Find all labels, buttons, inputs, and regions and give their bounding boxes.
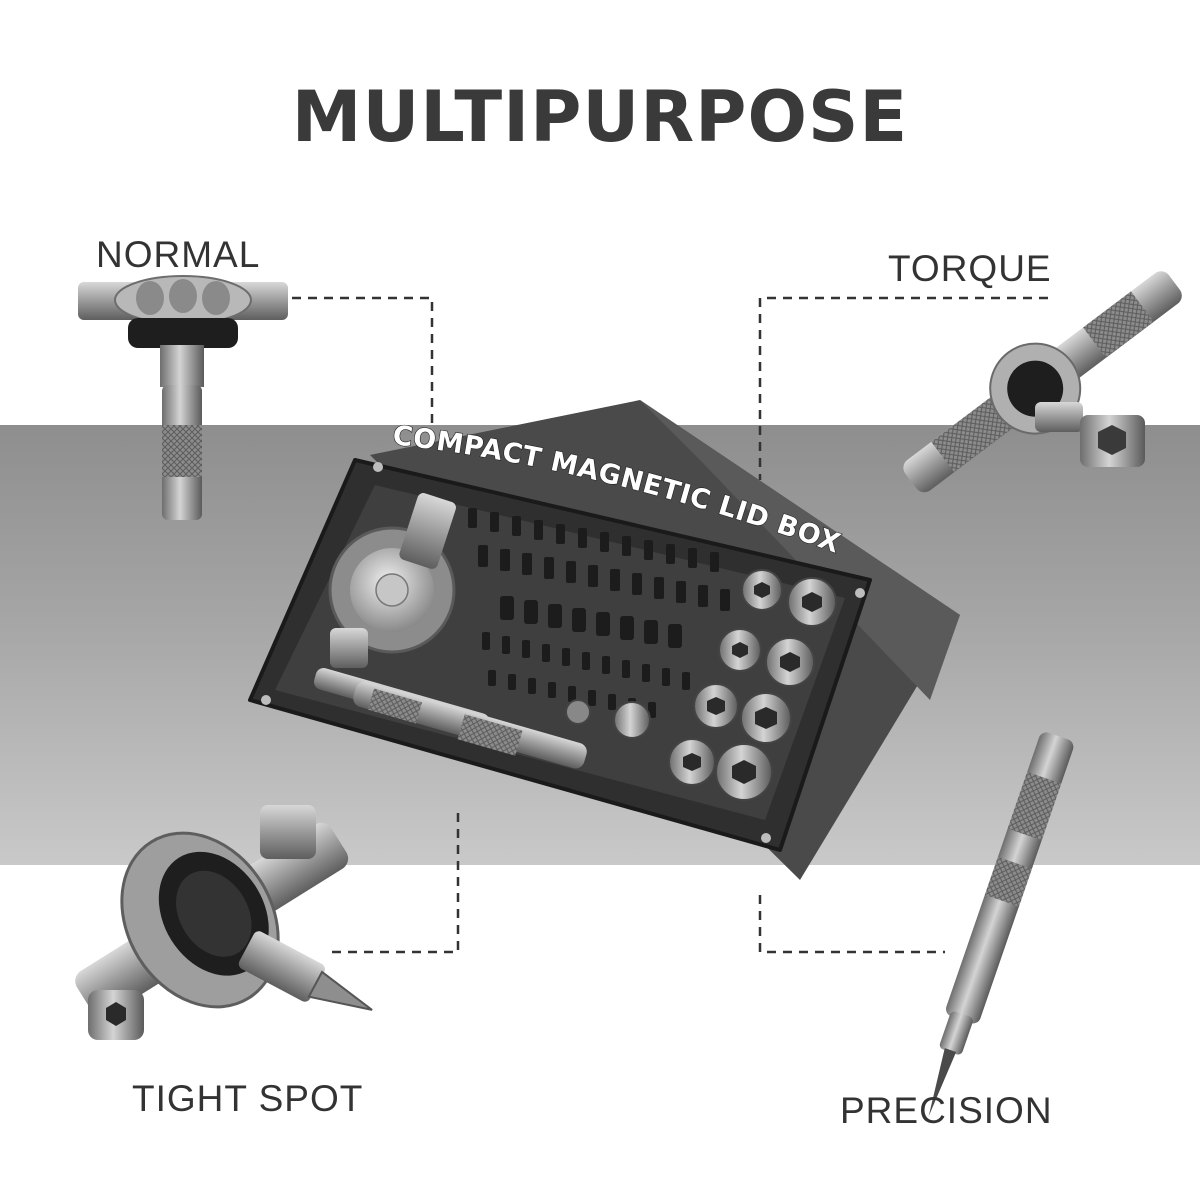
headline: MULTIPURPOSE	[291, 76, 909, 158]
bit-grid	[468, 508, 730, 718]
dashed-connector-lines	[292, 296, 1048, 954]
mode-label-normal: NORMAL	[96, 234, 261, 275]
socket-set	[565, 569, 837, 801]
magnetic-lid-box	[248, 400, 960, 880]
connector-normal	[292, 296, 434, 425]
connector-torque	[758, 296, 1048, 480]
tight-spot-ratchet	[75, 805, 373, 1040]
torque-socket	[1035, 402, 1145, 467]
normal-mode-screwdriver	[78, 275, 288, 520]
connector-tight-spot	[332, 812, 460, 954]
precision-screwdriver	[928, 732, 1074, 1117]
mode-label-torque: TORQUE	[888, 248, 1052, 289]
mode-label-tight-spot: TIGHT SPOT	[132, 1078, 364, 1119]
connector-precision	[758, 895, 945, 954]
mode-label-precision: PRECISION	[840, 1090, 1053, 1131]
